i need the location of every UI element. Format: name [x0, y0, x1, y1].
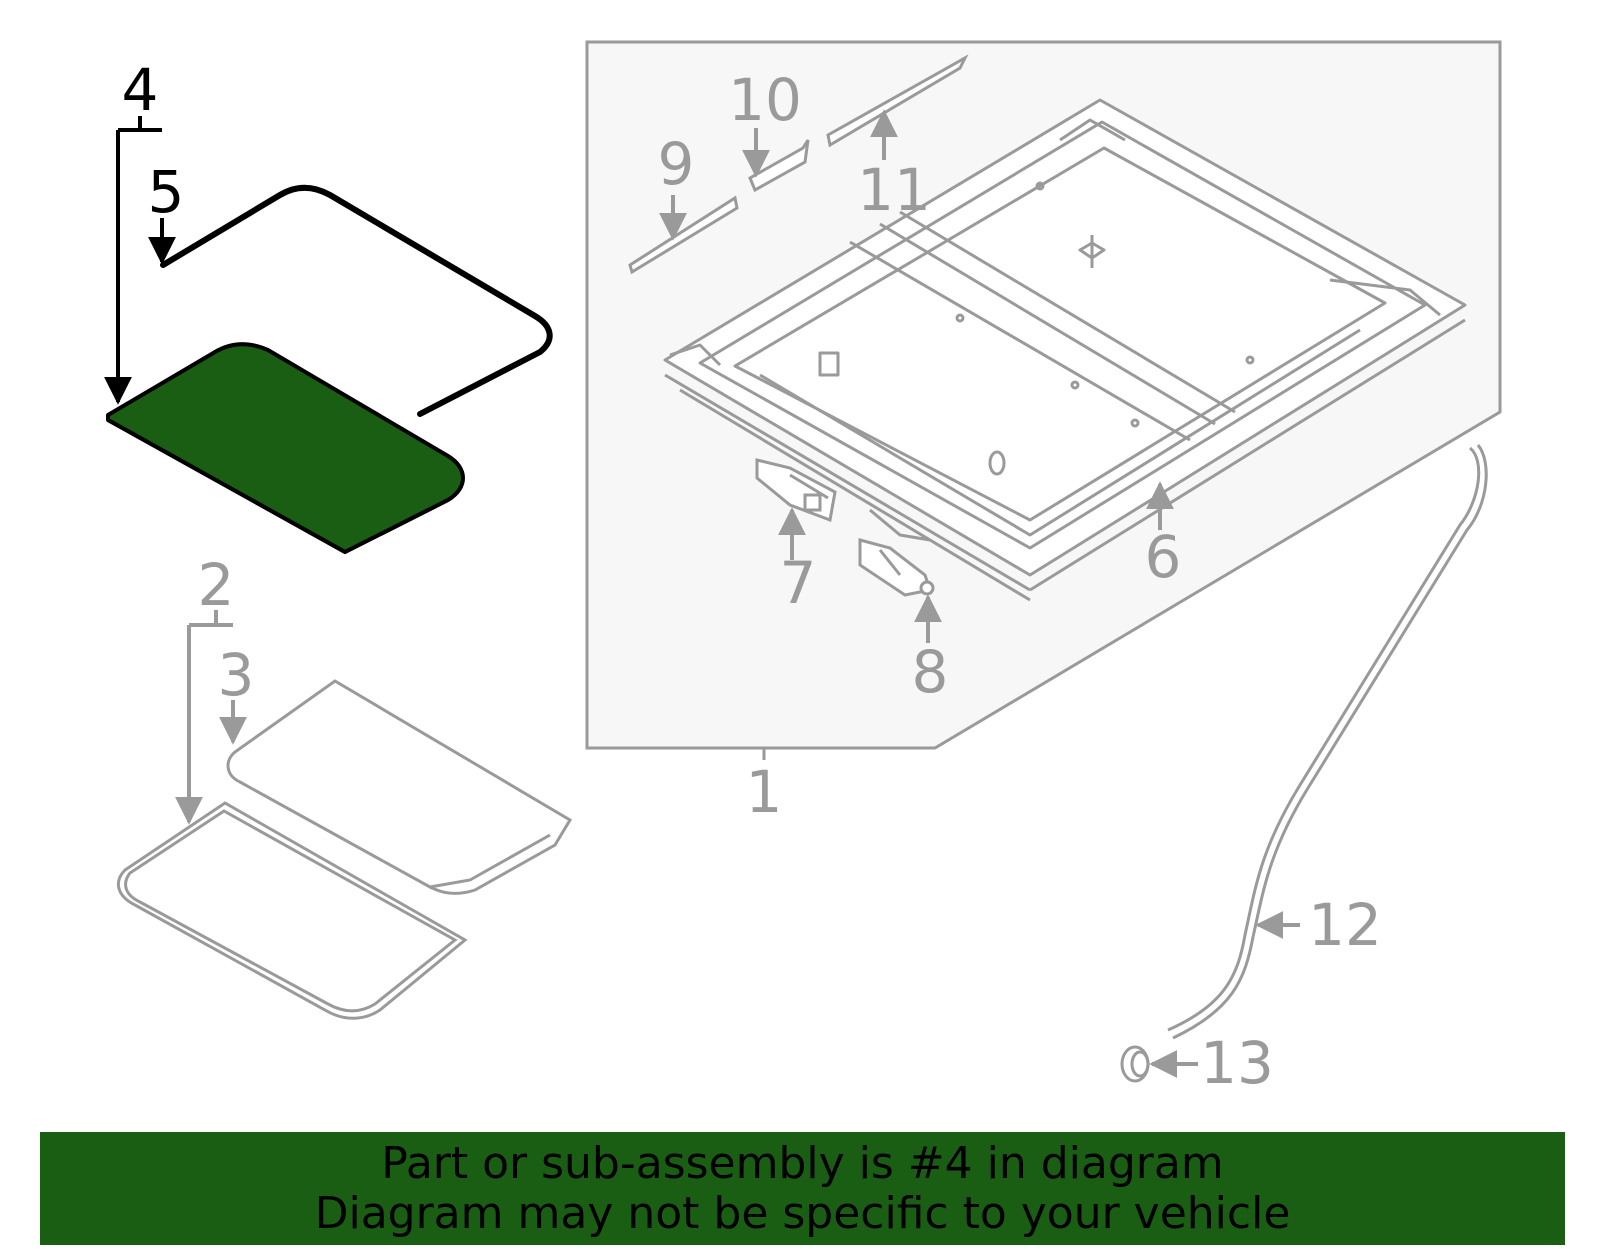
- banner-line-2: Diagram may not be specific to your vehi…: [314, 1187, 1291, 1239]
- leader-4-5: [104, 116, 176, 405]
- part-12-drain-hose: [1167, 444, 1488, 1040]
- leaders-assembly: [659, 109, 1300, 1078]
- leader-2-3: [175, 610, 247, 825]
- callout-13: 13: [1200, 1029, 1274, 1097]
- callout-3: 3: [218, 641, 255, 709]
- callout-8: 8: [912, 638, 949, 706]
- part-5-weatherstrip: [160, 184, 553, 417]
- callout-12: 12: [1308, 891, 1382, 959]
- part-info-banner: Part or sub-assembly is #4 in diagram Di…: [40, 1132, 1565, 1245]
- part-8-motor: [858, 538, 935, 597]
- callout-10: 10: [728, 66, 802, 134]
- part-13-grommet: [1120, 1045, 1150, 1083]
- callout-4: 4: [122, 56, 159, 124]
- part-11-trim-strip: [826, 54, 969, 148]
- callout-11: 11: [857, 156, 931, 224]
- banner-line-1: Part or sub-assembly is #4 in diagram: [381, 1137, 1224, 1189]
- part-7-motor-bracket: [755, 458, 837, 523]
- callout-9: 9: [658, 130, 695, 198]
- sunroof-frame: [663, 98, 1467, 602]
- callout-7: 7: [780, 549, 817, 617]
- part-2-glass-seal: [116, 801, 468, 1020]
- callout-2: 2: [198, 551, 235, 619]
- callout-5: 5: [148, 158, 185, 226]
- part-4-sunroof-glass: [106, 342, 465, 555]
- callout-6: 6: [1145, 523, 1182, 591]
- part-3-sunshade: [226, 679, 573, 895]
- callout-1: 1: [746, 758, 783, 826]
